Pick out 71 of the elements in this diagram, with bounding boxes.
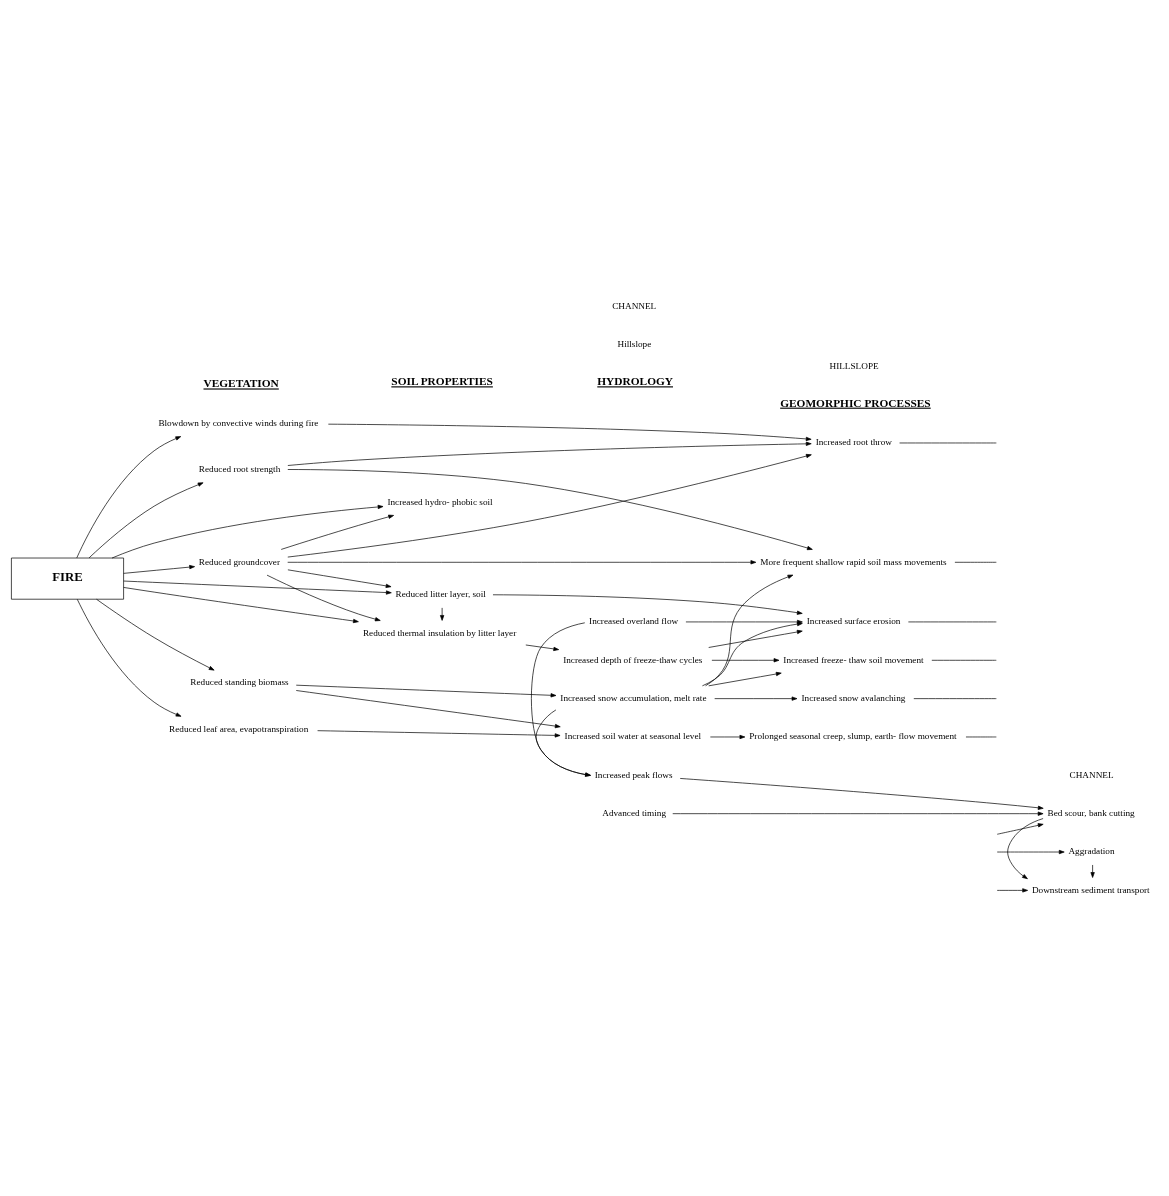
node-text: Bed scour, bank cutting: [1047, 807, 1135, 818]
arrow: [525, 644, 560, 651]
node-text: Increased hydro- phobic soil: [387, 496, 493, 507]
arrow: [96, 598, 215, 670]
node-text: Downstream sediment transport: [1031, 884, 1150, 895]
arrow: [708, 671, 782, 686]
node-text: More frequent shallow rapid soil mass movements: [760, 556, 947, 567]
arrow: [317, 729, 561, 737]
arrow: [287, 468, 813, 550]
arrow: [76, 435, 182, 558]
arrow: [287, 441, 812, 466]
arrow: [295, 689, 561, 728]
label: CHANNEL: [1069, 769, 1114, 780]
arrow: [76, 598, 182, 717]
arrow: [685, 619, 803, 624]
arrow: [531, 621, 591, 777]
label: GEOMORPHIC PROCESSES: [780, 396, 931, 409]
node-text: Reduced standing biomass: [190, 676, 289, 687]
arrow: [287, 568, 392, 588]
node-text: Aggradation: [1068, 845, 1115, 856]
arrow: [287, 453, 812, 557]
arrow: [714, 696, 798, 701]
arrow: [328, 423, 812, 441]
node-text: Reduced groundcover: [198, 556, 281, 567]
label: CHANNEL: [612, 300, 657, 311]
arrow: [708, 629, 803, 648]
node-text: Prolonged seasonal creep, slump, earth- flow movement: [749, 730, 957, 741]
node-text: Increased surface erosion: [806, 615, 901, 626]
arrow: [702, 621, 803, 686]
node-text: Reduced leaf area, evapotranspiration: [169, 723, 309, 734]
arrow: [123, 580, 392, 595]
label: HILLSLOPE: [829, 360, 879, 371]
arrow: [679, 777, 1044, 810]
node-text: Blowdown by convective winds during fire: [158, 417, 319, 428]
label: VEGETATION: [203, 376, 279, 389]
arrow: [1007, 817, 1044, 879]
label: SOIL PROPERTIES: [391, 374, 493, 387]
arrow: [1090, 864, 1095, 878]
node-text: Increased snow avalanching: [801, 692, 906, 703]
node-text: Reduced litter layer, soil: [395, 588, 486, 599]
arrow: [535, 709, 591, 777]
arrow: [710, 734, 746, 739]
arrow: [123, 564, 195, 574]
arrow: [672, 811, 1044, 816]
arrow: [266, 574, 381, 621]
node-text: Increased soil water at seasonal level: [564, 730, 702, 741]
arrow: [996, 849, 1065, 854]
arrow: [111, 504, 384, 558]
node-text: Increased root throw: [815, 436, 892, 447]
arrow: [996, 822, 1044, 835]
node-text: Increased overland flow: [589, 615, 679, 626]
node-text: Increased snow accumulation, melt rate: [560, 692, 707, 703]
node-text: Reduced thermal insulation by litter layer: [362, 627, 517, 638]
arrow: [996, 887, 1028, 892]
arrow: [123, 586, 359, 623]
label: Hillslope: [617, 338, 652, 349]
arrow: [280, 514, 394, 550]
arrow: [705, 574, 794, 686]
arrow: [295, 684, 557, 697]
node-text: Increased peak flows: [594, 769, 673, 780]
node-text: Reduced root strength: [198, 463, 281, 474]
arrow: [492, 593, 803, 615]
node-text: Advanced timing: [602, 807, 666, 818]
label: HYDROLOGY: [597, 374, 674, 387]
node-box: FIRE: [11, 557, 124, 600]
node-text: Increased freeze- thaw soil movement: [783, 654, 924, 665]
node-text: Increased depth of freeze-thaw cycles: [563, 654, 703, 665]
arrow: [287, 559, 757, 564]
arrow: [440, 607, 445, 621]
arrow: [711, 657, 780, 662]
arrow: [88, 481, 204, 558]
